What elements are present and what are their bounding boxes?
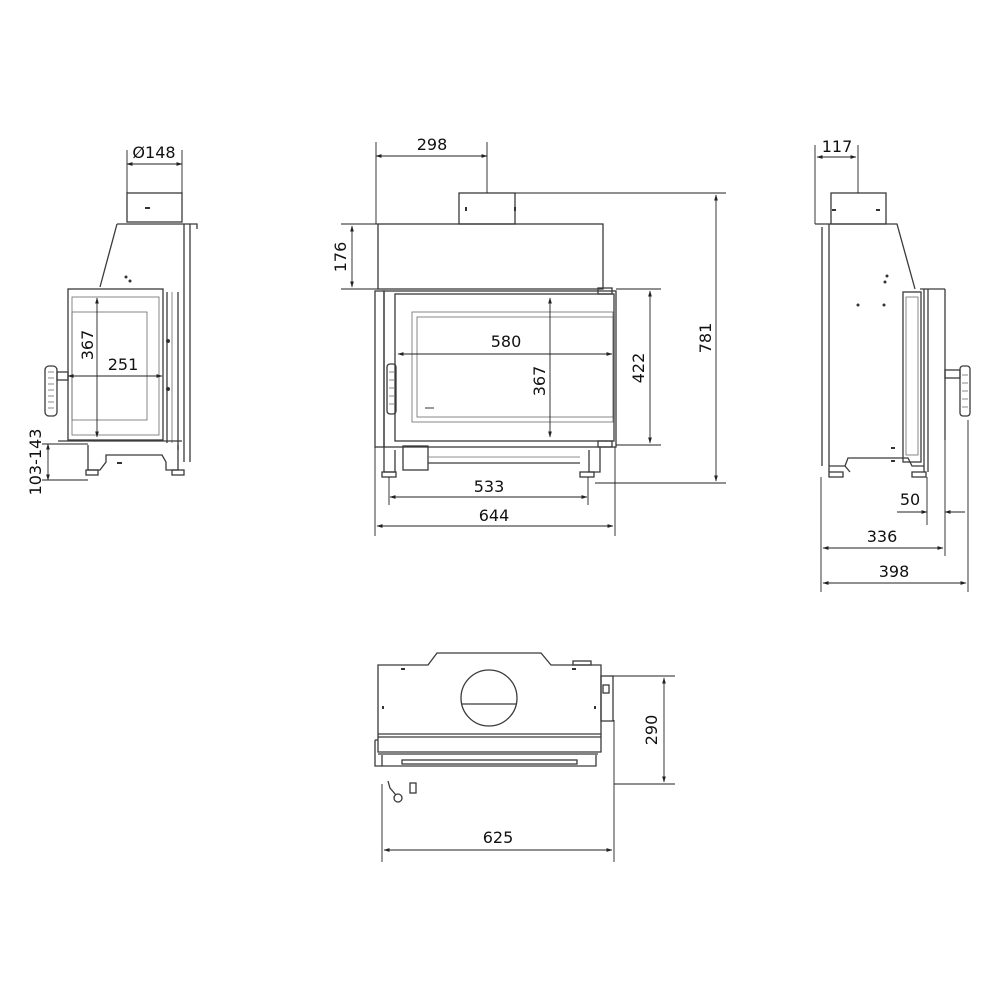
door-handle xyxy=(386,363,397,415)
hood xyxy=(99,223,198,288)
front-view xyxy=(374,192,617,478)
control-knob xyxy=(393,793,403,803)
top-view xyxy=(374,652,614,803)
leveling-foot xyxy=(171,469,185,476)
dim-door-height: 367 xyxy=(78,330,97,361)
dim-body-depth: 336 xyxy=(867,527,898,546)
dim-flue-diameter: Ø148 xyxy=(132,143,175,162)
flue-collar xyxy=(830,192,887,225)
dim-hood-height: 176 xyxy=(331,242,350,273)
flue-collar xyxy=(126,192,183,223)
dim-door-height: 422 xyxy=(629,353,648,384)
door-handle xyxy=(959,365,971,417)
base-frame xyxy=(87,445,179,471)
door-side xyxy=(902,291,922,463)
hood xyxy=(377,223,604,290)
leveling-foot xyxy=(85,469,99,476)
legs xyxy=(383,447,601,473)
side-view-left xyxy=(44,192,198,476)
dim-leg-height: 103-143 xyxy=(26,429,45,496)
dim-leg-span: 533 xyxy=(474,477,505,496)
dim-door-depth: 50 xyxy=(900,490,920,509)
leveling-foot xyxy=(911,471,927,478)
dim-door-width: 251 xyxy=(108,355,139,374)
front-dimensions: 298 176 580 367 422 781 533 644 xyxy=(331,135,726,536)
side-view-right xyxy=(815,192,971,478)
dim-flue-offset: 298 xyxy=(417,135,448,154)
door-handle xyxy=(44,365,58,417)
flue-opening xyxy=(460,669,518,727)
dim-total-height: 781 xyxy=(696,323,715,354)
dim-total-depth: 398 xyxy=(879,562,910,581)
top-outline xyxy=(377,652,602,753)
glass xyxy=(411,311,614,423)
dim-glass-height: 367 xyxy=(530,366,549,397)
dim-glass-width: 580 xyxy=(491,332,522,351)
leveling-foot xyxy=(381,471,397,478)
flue-collar xyxy=(458,192,516,225)
side-left-dimensions: Ø148 367 251 103-143 xyxy=(26,143,183,496)
top-dimensions: 290 625 xyxy=(381,675,675,862)
side-right-dimensions: 117 50 336 398 xyxy=(814,137,969,592)
dim-flue-offset: 117 xyxy=(822,137,853,156)
leveling-foot xyxy=(579,471,595,478)
dim-width: 625 xyxy=(483,828,514,847)
door xyxy=(67,288,164,441)
dim-total-width: 644 xyxy=(479,506,510,525)
hood xyxy=(815,223,916,290)
dim-depth: 290 xyxy=(642,715,661,746)
leveling-foot xyxy=(828,471,844,478)
door-frame xyxy=(394,293,615,442)
